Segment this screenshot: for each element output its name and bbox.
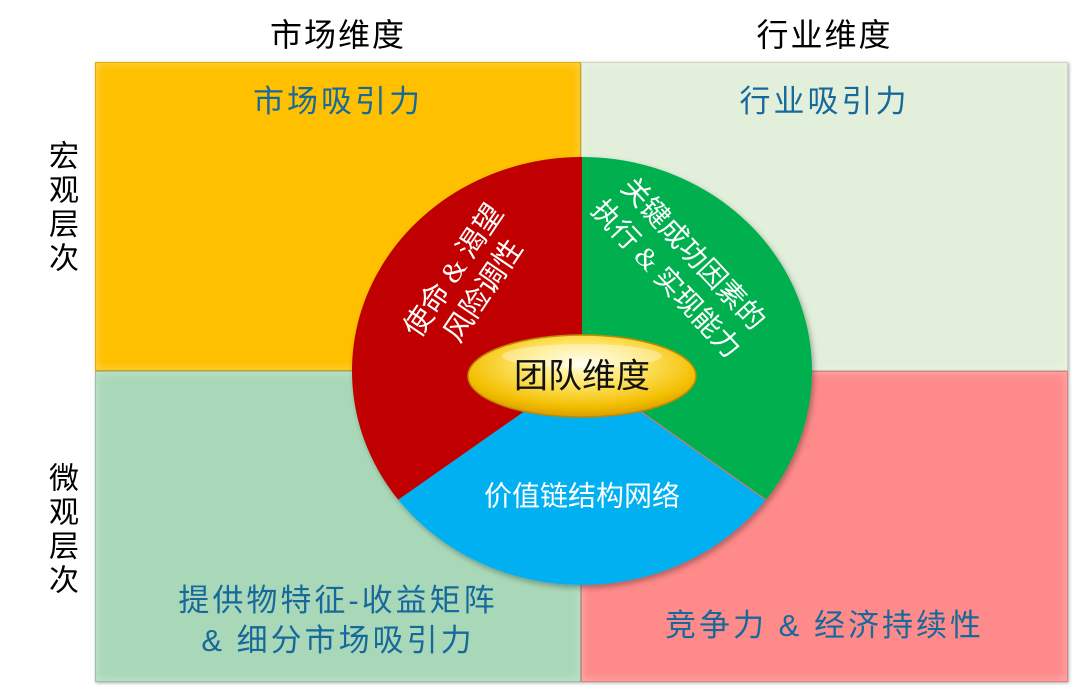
quadrant-industry-macro: 行业吸引力: [581, 62, 1068, 371]
quadrant-label-market-attractiveness: 市场吸引力: [253, 84, 423, 119]
quadrant-label-industry-attractiveness: 行业吸引力: [739, 84, 910, 119]
circle-segment-mission: [351, 157, 582, 500]
column-header-market: 市场维度: [269, 17, 406, 53]
quadrant-label-segment-attractiveness: & 细分市场吸引力: [201, 623, 475, 658]
center-ellipse: [467, 334, 697, 418]
column-header-industry: 行业维度: [756, 17, 893, 53]
row-header-micro: 微观层次: [44, 462, 77, 598]
circle-segment-success-factors: [582, 157, 813, 500]
quadrant-label-competitiveness: 竞争力 & 经济持续性: [665, 608, 984, 643]
row-header-macro: 宏观层次: [44, 140, 77, 276]
center-badge: 团队维度: [467, 334, 697, 418]
circle-segment-value-chain: [398, 371, 766, 586]
value-chain-label: 价值链结构网络: [484, 481, 680, 513]
center-label: 团队维度: [514, 358, 650, 396]
circle-segments: [351, 157, 813, 586]
center-highlight: [502, 344, 662, 368]
segment-divider: [639, 410, 767, 501]
quadrant-label-offering-matrix: 提供物特征-收益矩阵: [178, 583, 498, 618]
